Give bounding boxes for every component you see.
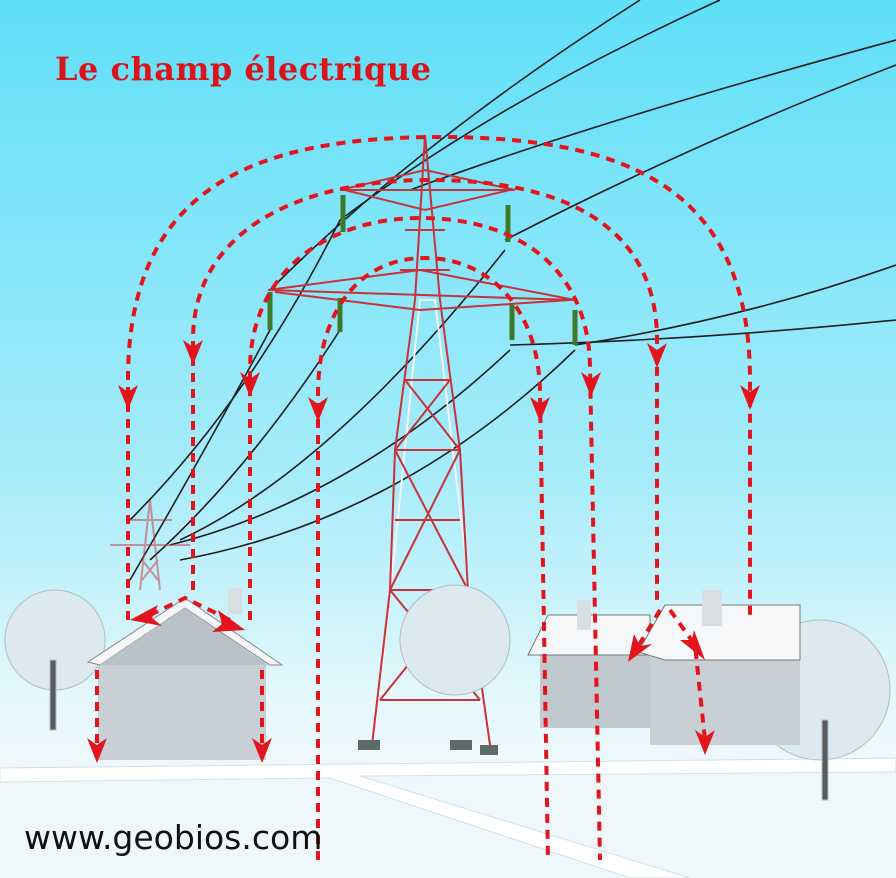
road <box>0 757 896 878</box>
house-left <box>86 588 284 760</box>
website-watermark: www.geobios.com <box>24 818 323 857</box>
diagram-title: Le champ électrique <box>55 50 432 88</box>
field-arrowheads <box>87 340 760 763</box>
house-right-front <box>637 590 801 745</box>
distant-pylon <box>110 499 190 591</box>
electric-field-lines <box>95 134 752 861</box>
